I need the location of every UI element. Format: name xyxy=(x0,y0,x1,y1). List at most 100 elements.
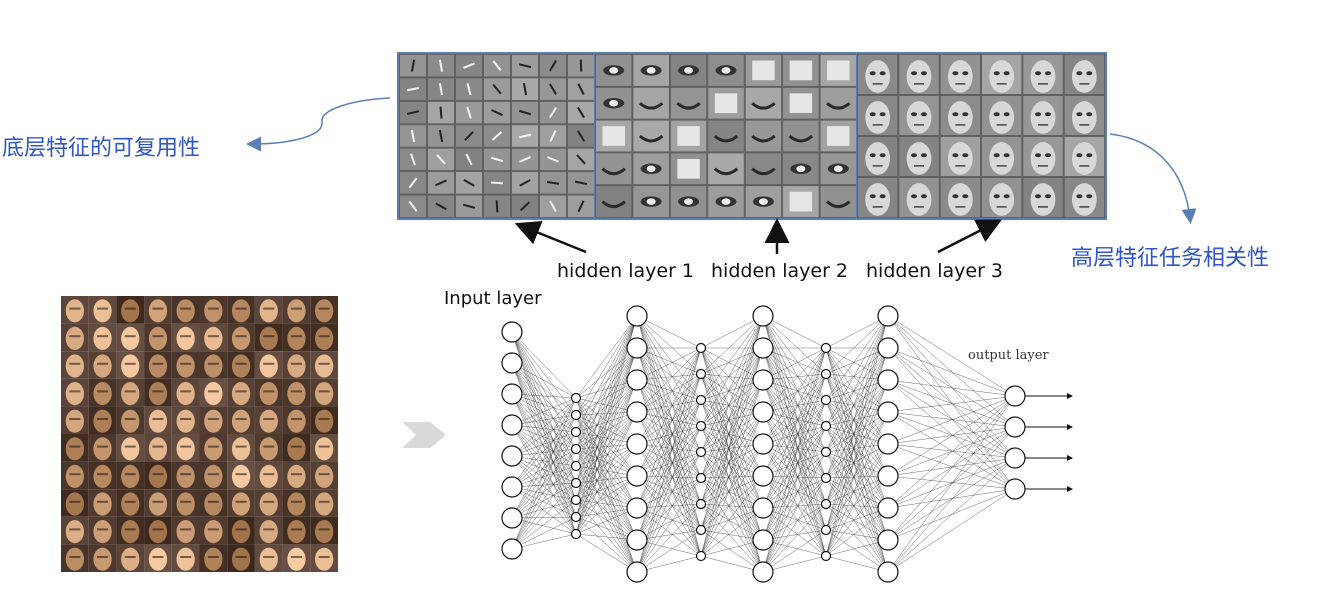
face-photo xyxy=(315,437,334,461)
face-eye xyxy=(1086,153,1093,158)
network-edge xyxy=(700,347,764,453)
network-edge xyxy=(887,411,1016,490)
network-edge xyxy=(511,362,577,467)
curve-feature xyxy=(826,102,851,110)
face-photo-eyes xyxy=(290,445,302,448)
face-photo xyxy=(148,409,168,433)
network-edge xyxy=(511,424,577,501)
hidden-node xyxy=(820,472,832,484)
face-photo xyxy=(259,354,278,378)
face-photo xyxy=(176,437,195,461)
network-edge xyxy=(575,347,638,467)
network-edge xyxy=(762,373,827,541)
network-edge xyxy=(511,431,577,550)
network-edge xyxy=(825,347,889,557)
network-edge xyxy=(636,347,702,413)
edge-feature xyxy=(490,156,504,163)
face-photo xyxy=(231,354,251,378)
hidden-node xyxy=(570,477,582,489)
face-eye xyxy=(962,194,969,199)
face-photo xyxy=(121,409,140,433)
face-photo-eyes xyxy=(290,362,302,365)
chevron-right-icon xyxy=(402,422,446,448)
network-edge xyxy=(700,347,764,509)
network-edge xyxy=(636,451,702,541)
face-photo-eyes xyxy=(69,473,81,476)
face-photo-eyes xyxy=(235,307,247,310)
curve-feature xyxy=(713,134,739,143)
network-edge xyxy=(636,347,702,401)
face-eye xyxy=(1086,112,1093,117)
network-edge xyxy=(575,448,638,509)
edge-feature xyxy=(490,181,504,185)
network-edge xyxy=(762,315,827,531)
hidden-node xyxy=(626,433,648,455)
eye-highlight xyxy=(833,165,843,173)
network-edge xyxy=(636,399,702,573)
face-photo xyxy=(204,299,223,323)
network-edge xyxy=(825,315,889,375)
network-edge xyxy=(511,397,577,426)
face-photo-eyes xyxy=(152,445,164,448)
network-edge xyxy=(511,362,577,450)
face-photo-eyes xyxy=(97,390,109,393)
face-photo xyxy=(231,382,251,406)
face-photo xyxy=(121,326,140,350)
network-edge xyxy=(700,347,764,427)
face-photo xyxy=(93,492,112,516)
face-photo-eyes xyxy=(152,307,164,310)
face-eye xyxy=(869,71,876,76)
face-photo-eyes xyxy=(69,362,81,365)
face-eye xyxy=(993,153,1000,158)
network-edge xyxy=(762,507,827,557)
output-node xyxy=(1004,416,1026,438)
face-photo xyxy=(315,382,334,406)
network-edge xyxy=(511,414,577,550)
network-edge xyxy=(825,373,889,413)
feature-tile xyxy=(819,185,857,218)
edge-feature xyxy=(462,203,476,209)
face-photo-eyes xyxy=(263,335,275,338)
face-feature xyxy=(906,183,932,216)
network-edge xyxy=(511,331,577,467)
face-photo xyxy=(204,326,223,350)
hidden-node xyxy=(626,561,648,583)
face-photo xyxy=(259,492,278,516)
hidden-node xyxy=(752,369,774,391)
network-edge xyxy=(511,331,577,518)
network-edge xyxy=(825,539,889,557)
network-edge xyxy=(825,507,889,557)
network-edge xyxy=(636,425,702,573)
network-edge xyxy=(825,347,889,427)
face-photo xyxy=(148,547,168,571)
network-edge xyxy=(825,347,889,413)
network-edge xyxy=(762,315,827,453)
face-photo xyxy=(93,326,112,350)
face-photo-eyes xyxy=(69,555,81,558)
face-photo-eyes xyxy=(180,555,192,558)
network-edge xyxy=(511,448,577,488)
face-eye xyxy=(1044,194,1051,199)
network-edge xyxy=(575,379,638,501)
network-edge xyxy=(636,347,702,479)
network-edge xyxy=(511,414,577,426)
hidden-node xyxy=(820,550,832,562)
face-photo-eyes xyxy=(152,362,164,365)
face-photo xyxy=(176,354,195,378)
network-edge xyxy=(887,488,1016,509)
network-edge xyxy=(887,426,1016,477)
network-edge xyxy=(636,315,702,401)
face-eye xyxy=(952,153,959,158)
high-level-feature-label: 高层特征任务相关性 xyxy=(1071,246,1270,271)
face-photo-eyes xyxy=(318,555,330,558)
face-photo-eyes xyxy=(207,500,219,503)
network-edge xyxy=(762,411,827,505)
face-eye xyxy=(962,153,969,158)
face-feature xyxy=(947,60,973,93)
network-edge xyxy=(887,315,1016,428)
network-edge xyxy=(700,347,764,445)
network-edge xyxy=(636,347,702,381)
face-feature xyxy=(947,183,973,216)
network-edge xyxy=(511,331,577,484)
hidden-node xyxy=(820,446,832,458)
